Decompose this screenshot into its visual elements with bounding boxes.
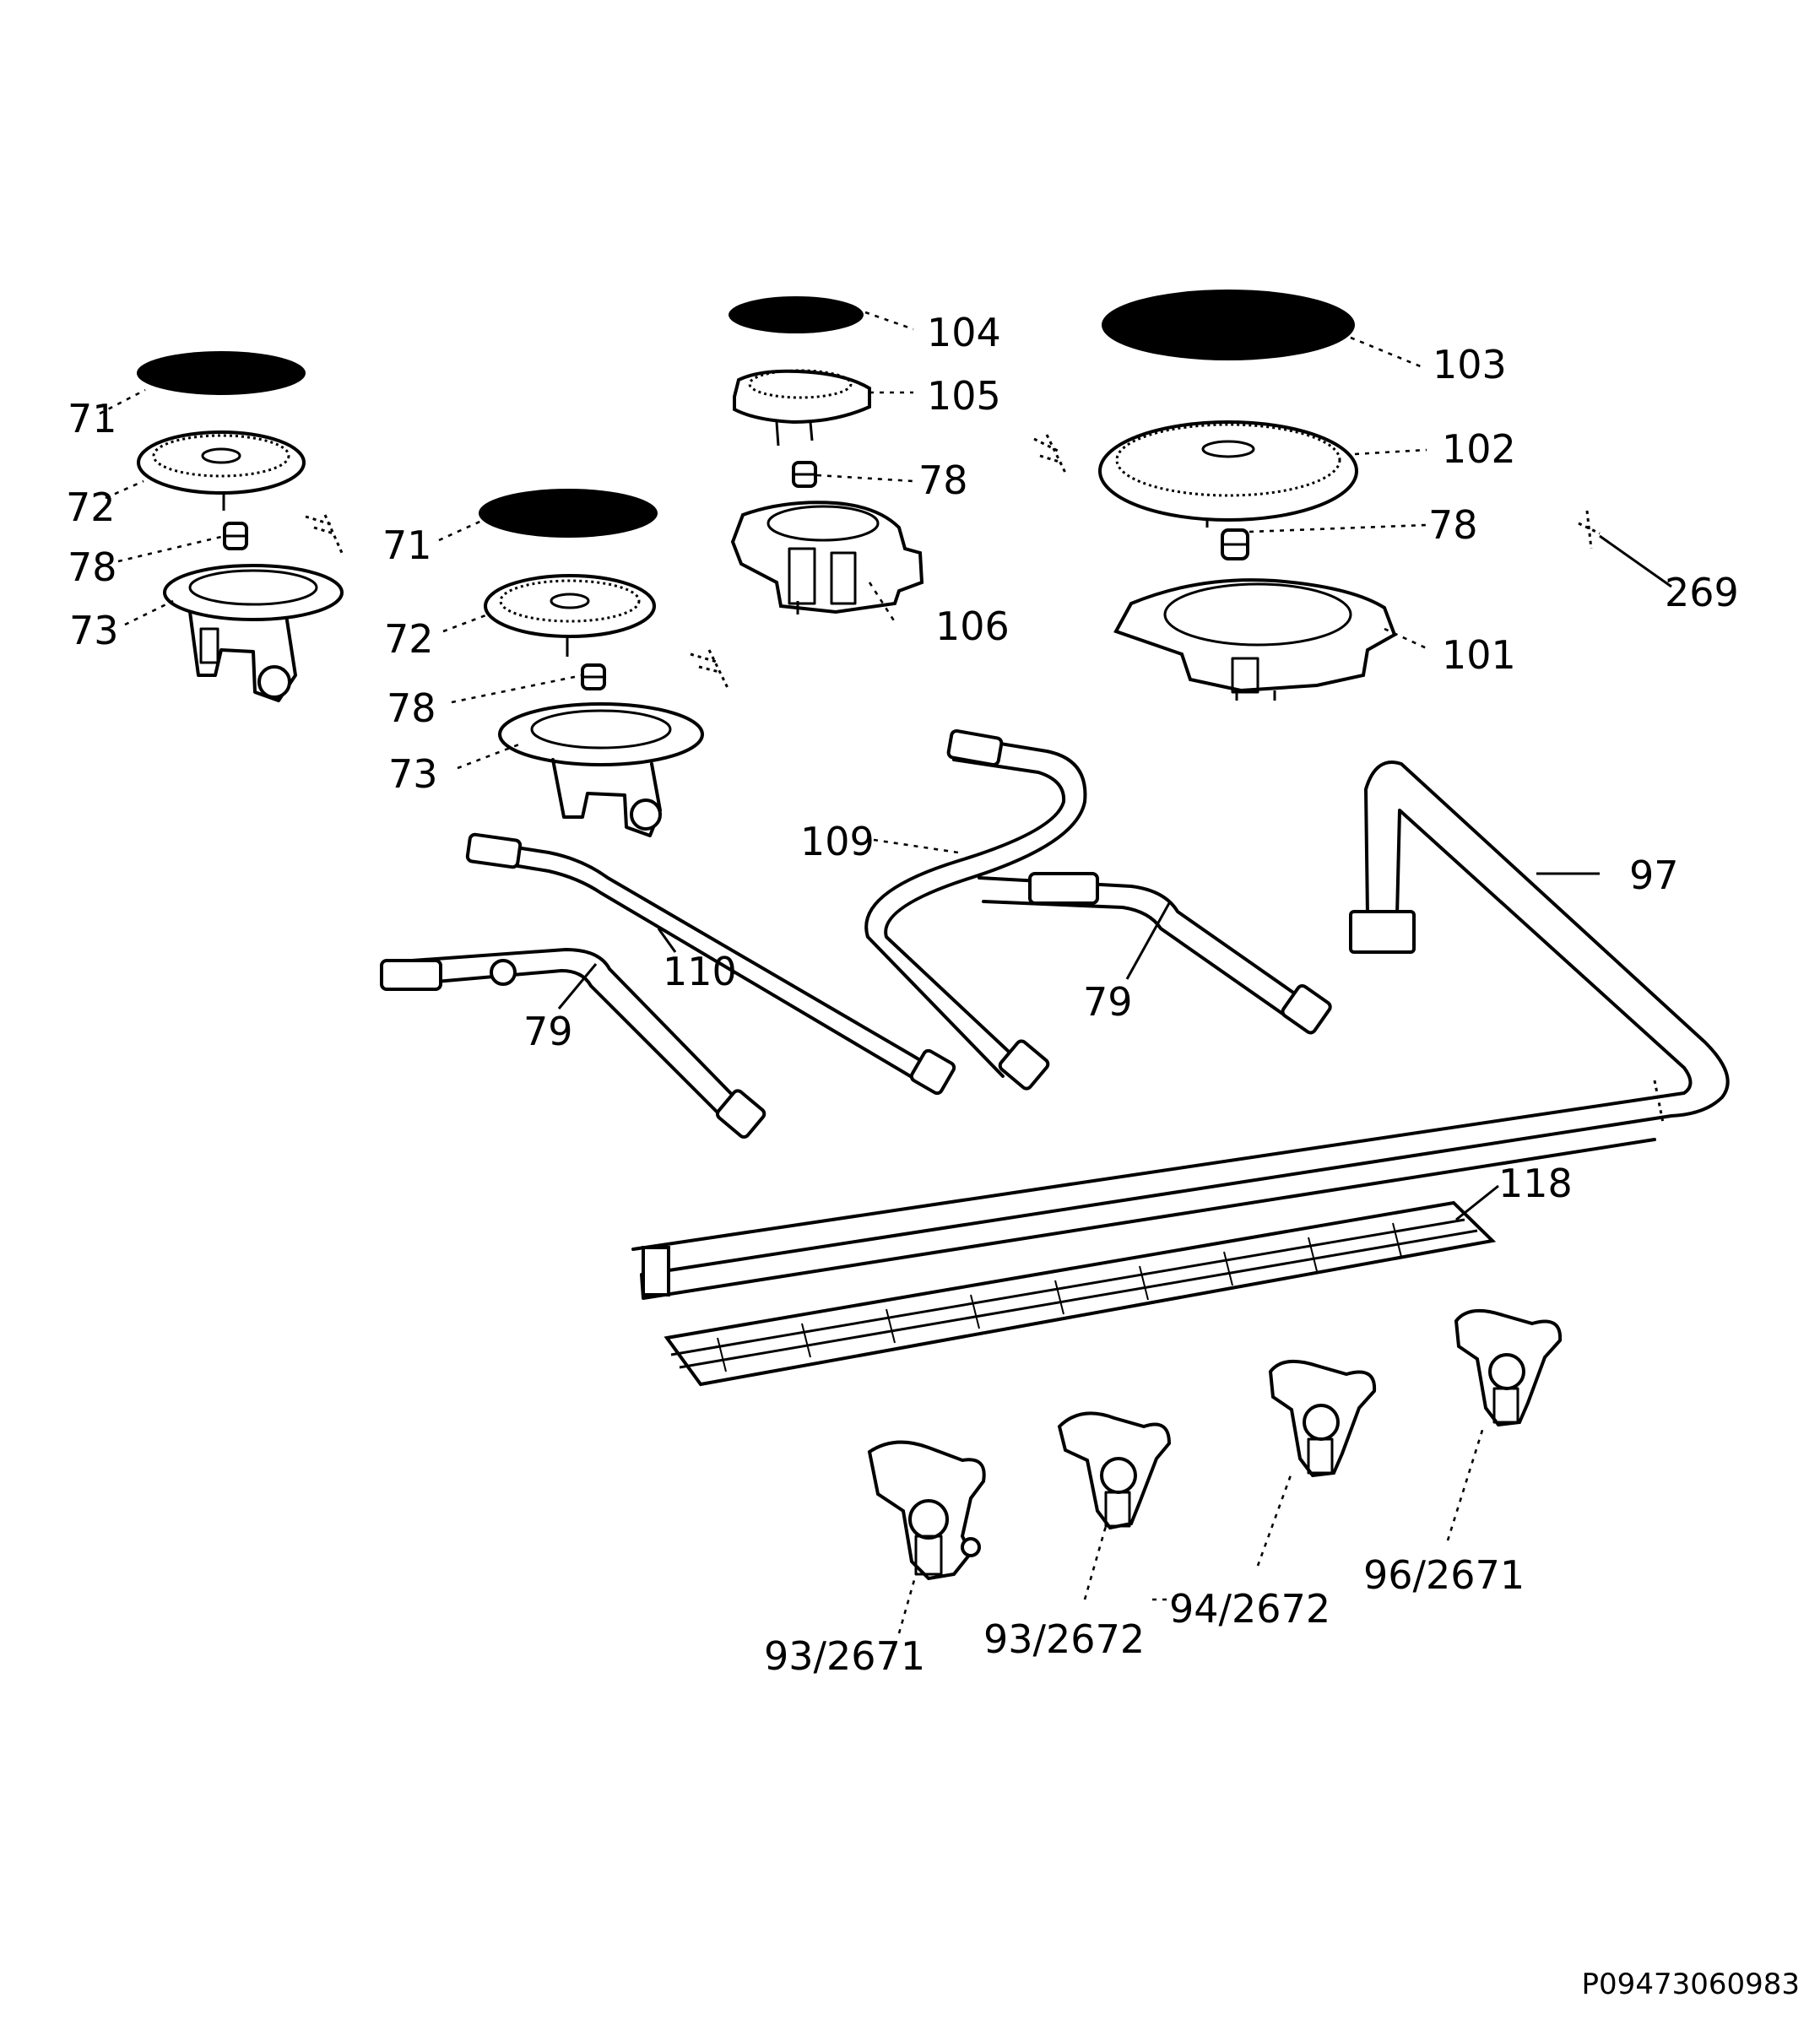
electrode-269-large (1033, 434, 1601, 549)
gas-manifold-97 (631, 761, 1730, 1300)
burner-cap-71-second (479, 489, 658, 538)
callout-79-left: 79 (523, 1009, 573, 1054)
gas-valve-94-2672 (1268, 1359, 1377, 1478)
burner-cap-103 (1102, 290, 1355, 360)
injector-78-left (223, 522, 248, 550)
callout-78-large: 78 (1428, 502, 1478, 548)
callout-94-2672: 94/2672 (1169, 1586, 1330, 1632)
burner-base-73-second (498, 702, 704, 837)
burner-base-73-left (163, 564, 344, 702)
flame-spreader-72-second (484, 574, 656, 657)
callout-97: 97 (1629, 853, 1679, 898)
callout-73-second: 73 (388, 751, 438, 797)
callout-78-top: 78 (918, 457, 968, 503)
callout-96-2671: 96/2671 (1363, 1552, 1525, 1598)
callout-118: 118 (1498, 1161, 1573, 1206)
leader-lines (99, 311, 1672, 1634)
callout-71-left: 71 (68, 396, 117, 441)
callout-labels: 71 72 78 73 71 72 78 73 104 105 78 106 1… (66, 310, 1800, 2001)
gas-pipe-109 (864, 728, 1087, 1091)
gas-valve-93-2671 (867, 1440, 986, 1581)
callout-105: 105 (927, 373, 1001, 419)
rail-bracket-118 (664, 1200, 1497, 1387)
callout-73-left: 73 (69, 608, 119, 653)
callout-104: 104 (927, 310, 1001, 355)
burner-cap-104 (729, 296, 864, 333)
burner-base-106 (730, 501, 924, 614)
injector-78-large (1221, 528, 1249, 560)
gas-pipe-79-right (978, 872, 1332, 1035)
electrode-269-second (690, 649, 729, 689)
callout-93-2671: 93/2671 (764, 1633, 925, 1679)
flame-spreader-105 (733, 369, 871, 447)
callout-101: 101 (1442, 632, 1516, 678)
electrode-269-left (305, 514, 344, 554)
gas-valve-93-2672 (1057, 1411, 1172, 1530)
callout-109: 109 (800, 819, 875, 864)
gas-pipe-110 (465, 832, 956, 1096)
callout-106: 106 (935, 604, 1010, 649)
callout-103: 103 (1433, 342, 1507, 387)
callout-78-second: 78 (387, 685, 436, 731)
callout-71-second: 71 (382, 522, 432, 568)
gas-pipe-79-left (380, 948, 766, 1140)
callout-79-right: 79 (1083, 979, 1133, 1025)
gas-valve-96-2671 (1454, 1308, 1563, 1427)
burner-base-101 (1113, 578, 1397, 701)
flame-spreader-72-left (137, 430, 306, 511)
callout-72-left: 72 (66, 484, 116, 530)
callout-78-left: 78 (68, 544, 117, 590)
callout-269: 269 (1665, 570, 1739, 615)
injector-78-second (581, 663, 606, 690)
burner-cap-71-left (137, 351, 306, 395)
injector-78-top (792, 461, 817, 488)
flame-spreader-102 (1098, 420, 1358, 528)
callout-93-2672: 93/2672 (983, 1616, 1145, 1662)
callout-72-second: 72 (384, 616, 434, 662)
callout-102: 102 (1442, 426, 1516, 472)
drawing-code: P09473060983 (1582, 1968, 1800, 2001)
callout-110: 110 (663, 949, 737, 994)
